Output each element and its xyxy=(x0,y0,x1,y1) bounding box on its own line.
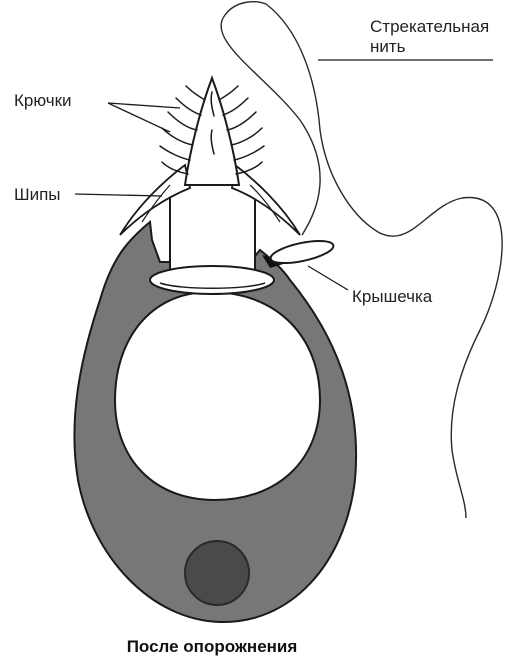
hook-r1 xyxy=(219,86,238,100)
hook-r2 xyxy=(223,98,248,115)
hook-l5 xyxy=(160,146,190,160)
hook-r5 xyxy=(234,146,264,160)
hook-r3 xyxy=(227,112,256,130)
hook-r4 xyxy=(231,128,262,145)
spines-leader xyxy=(75,194,162,196)
label-lid: Крышечка xyxy=(352,287,433,306)
lid-leader xyxy=(308,266,348,290)
label-hooks: Крючки xyxy=(14,91,72,110)
label-thread-line1: Стрекательная xyxy=(370,17,489,36)
hook-l1 xyxy=(186,86,205,100)
collar-ring xyxy=(150,266,274,294)
hook-l2 xyxy=(176,98,201,115)
label-thread-line2: нить xyxy=(370,37,406,56)
hooks-leader-2 xyxy=(108,103,170,132)
figure-caption: После опорожнения xyxy=(127,637,298,656)
hook-l3 xyxy=(168,112,197,130)
lid xyxy=(269,237,335,268)
hooks-leader-1 xyxy=(108,103,180,108)
label-spines: Шипы xyxy=(14,185,61,204)
nucleus xyxy=(185,541,249,605)
